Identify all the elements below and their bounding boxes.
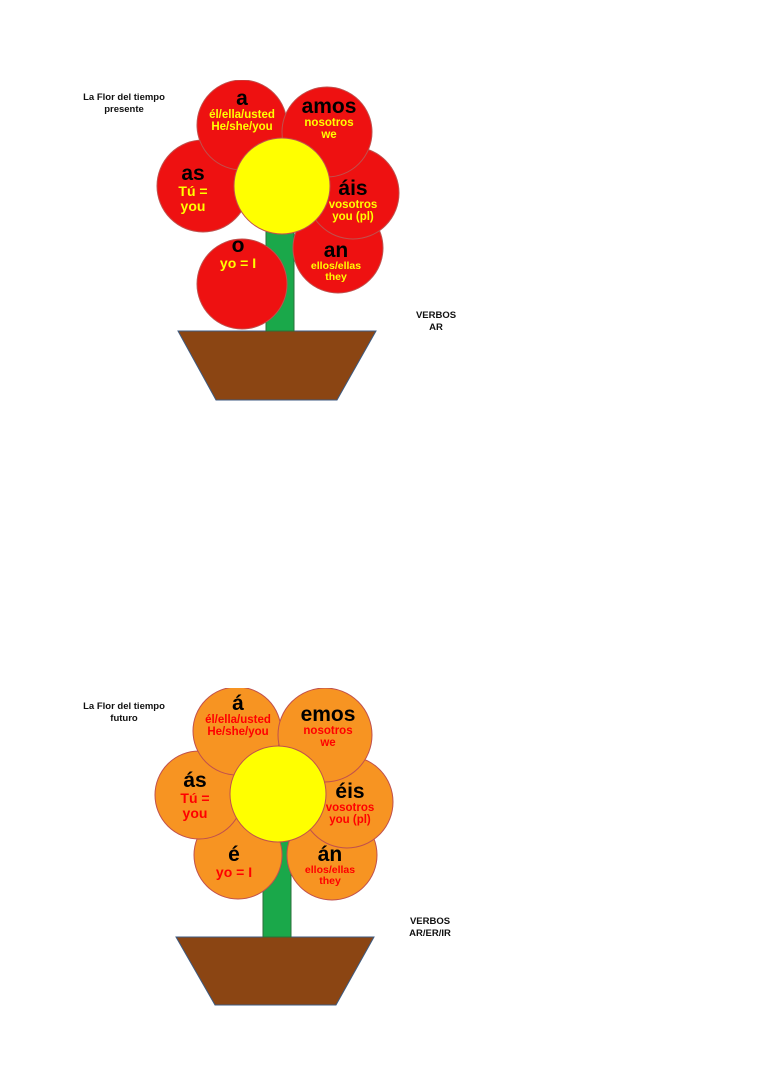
- petal-ending: á: [232, 692, 244, 715]
- petal-top-right-text: emos nosotros we: [282, 704, 374, 749]
- petal-bottom-right-text: án ellos/ellas they: [284, 844, 376, 887]
- petal-pronoun: ellos/ellas: [304, 864, 356, 876]
- title-line-2: futuro: [110, 713, 138, 724]
- petal-pronoun: él/ella/usted: [209, 109, 275, 121]
- petal-ending: as: [181, 162, 205, 185]
- flower-diagram-futuro: La Flor del tiempo futuro á él/ella/uste…: [0, 688, 768, 1088]
- verbos-line-2: AR/ER/IR: [409, 928, 451, 939]
- verbos-line-1: VERBOS: [409, 916, 451, 927]
- petal-translation: you: [182, 804, 208, 821]
- petal-pronoun: nosotros: [304, 117, 354, 129]
- petal-pronoun: Tú =: [178, 183, 208, 199]
- petal-pronoun: él/ella/usted: [205, 714, 271, 726]
- petal-translation: they: [325, 271, 347, 284]
- flower-diagram-presente: La Flor del tiempo presente a él/ella/us…: [0, 80, 768, 480]
- petal-right-text: éis vosotros you (pl): [304, 781, 396, 826]
- petal-left-text: as Tú = you: [147, 163, 239, 213]
- petal-pronoun: nosotros: [303, 725, 353, 737]
- petal-ending: áis: [338, 177, 368, 200]
- petal-ending: o: [231, 234, 245, 257]
- diagram-title: La Flor del tiempo presente: [76, 92, 172, 116]
- petal-left-text: ás Tú = you: [149, 770, 241, 820]
- petal-bottom-left-text: é yo = I: [188, 844, 280, 880]
- flower-pot: [175, 936, 375, 1006]
- petal-ending: án: [317, 843, 343, 866]
- petal-translation: you (pl): [329, 814, 371, 827]
- flower-center: [229, 745, 327, 843]
- petal-ending: amos: [301, 95, 357, 118]
- flower-graphic: [154, 688, 394, 1006]
- petal-translation: you (pl): [332, 211, 374, 224]
- petal-pronoun: yo = I: [215, 864, 253, 880]
- petal-ending: emos: [300, 703, 356, 726]
- petal-right-text: áis vosotros you (pl): [307, 178, 399, 223]
- flower-graphic: [156, 80, 400, 401]
- petal-top-text: a él/ella/usted He/she/you: [196, 88, 288, 133]
- petal-translation: we: [320, 737, 336, 750]
- petal-translation: He/she/you: [207, 726, 269, 739]
- petal-pronoun: ellos/ellas: [310, 260, 362, 272]
- petal-translation: He/she/you: [211, 121, 273, 134]
- verb-group-label: VERBOS AR: [396, 310, 476, 334]
- petal-pronoun: vosotros: [325, 802, 375, 814]
- petal-translation: they: [319, 875, 341, 888]
- petal-bottom-left: [196, 238, 288, 330]
- diagram-title: La Flor del tiempo futuro: [76, 701, 172, 725]
- verbos-line-2: AR: [429, 322, 443, 333]
- flower-pot: [177, 330, 377, 401]
- title-line-1: La Flor del tiempo: [83, 701, 165, 712]
- petal-bottom-right-text: an ellos/ellas they: [290, 240, 382, 283]
- petal-top-text: á él/ella/usted He/she/you: [192, 693, 284, 738]
- petal-translation: we: [321, 129, 337, 142]
- verb-group-label: VERBOS AR/ER/IR: [390, 916, 470, 940]
- petal-ending: a: [236, 87, 248, 110]
- petal-ending: é: [228, 843, 240, 866]
- petal-bottom-left-text: o yo = I: [192, 235, 284, 271]
- petal-top-right-text: amos nosotros we: [283, 96, 375, 141]
- petal-pronoun: vosotros: [328, 199, 378, 211]
- petal-ending: ás: [183, 769, 207, 792]
- title-line-2: presente: [104, 104, 144, 115]
- petal-ending: an: [323, 239, 349, 262]
- petal-translation: you: [180, 197, 206, 214]
- title-line-1: La Flor del tiempo: [83, 92, 165, 103]
- petal-ending: éis: [335, 780, 365, 803]
- verbos-line-1: VERBOS: [415, 310, 457, 321]
- petal-pronoun: yo = I: [219, 255, 257, 271]
- petal-pronoun: Tú =: [180, 790, 210, 806]
- flower-center: [233, 137, 331, 235]
